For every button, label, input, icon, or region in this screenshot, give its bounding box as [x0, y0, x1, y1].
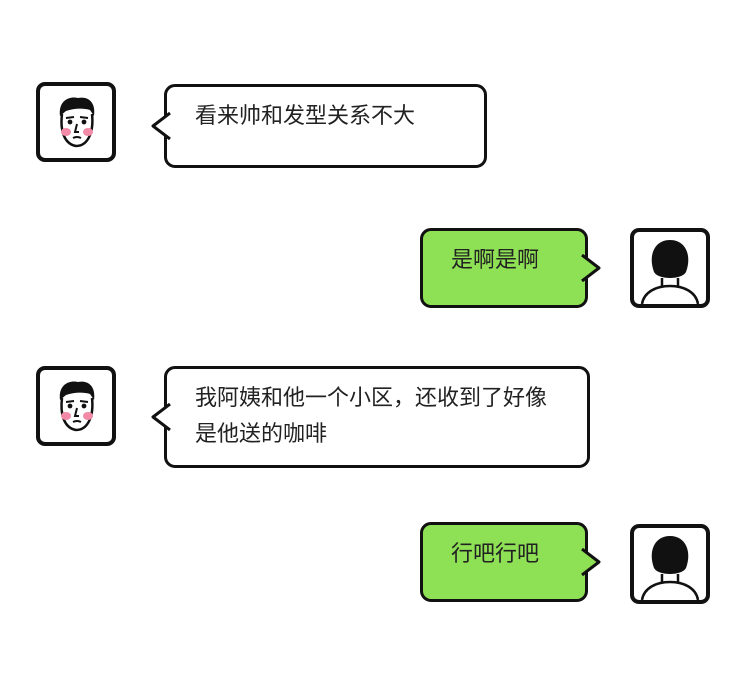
message-text: 行吧行吧 [451, 542, 540, 567]
message-text: 看来帅和发型关系不大 [195, 104, 416, 129]
outgoing-message-bubble[interactable]: 是啊是啊 [420, 228, 601, 308]
friend-avatar[interactable] [36, 366, 116, 446]
bubble-tail [581, 548, 601, 576]
friend-avatar[interactable] [36, 82, 116, 162]
bubble-tail [151, 403, 171, 431]
message-text: 是啊是啊 [451, 248, 540, 273]
head-back-avatar-icon [640, 536, 700, 600]
face-front-avatar-icon [59, 97, 95, 148]
face-front-avatar-icon [59, 381, 95, 432]
self-avatar[interactable] [630, 228, 710, 308]
message-text: 我阿姨和他一个小区，还收到了好像是他送的咖啡 [195, 386, 548, 447]
incoming-message-bubble[interactable]: 我阿姨和他一个小区，还收到了好像是他送的咖啡 [151, 366, 590, 468]
bubble-tail [151, 112, 171, 140]
incoming-message-bubble[interactable]: 看来帅和发型关系不大 [151, 84, 487, 168]
outgoing-message-bubble[interactable]: 行吧行吧 [420, 522, 601, 602]
head-back-avatar-icon [640, 240, 700, 304]
self-avatar[interactable] [630, 524, 710, 604]
bubble-tail [581, 254, 601, 282]
